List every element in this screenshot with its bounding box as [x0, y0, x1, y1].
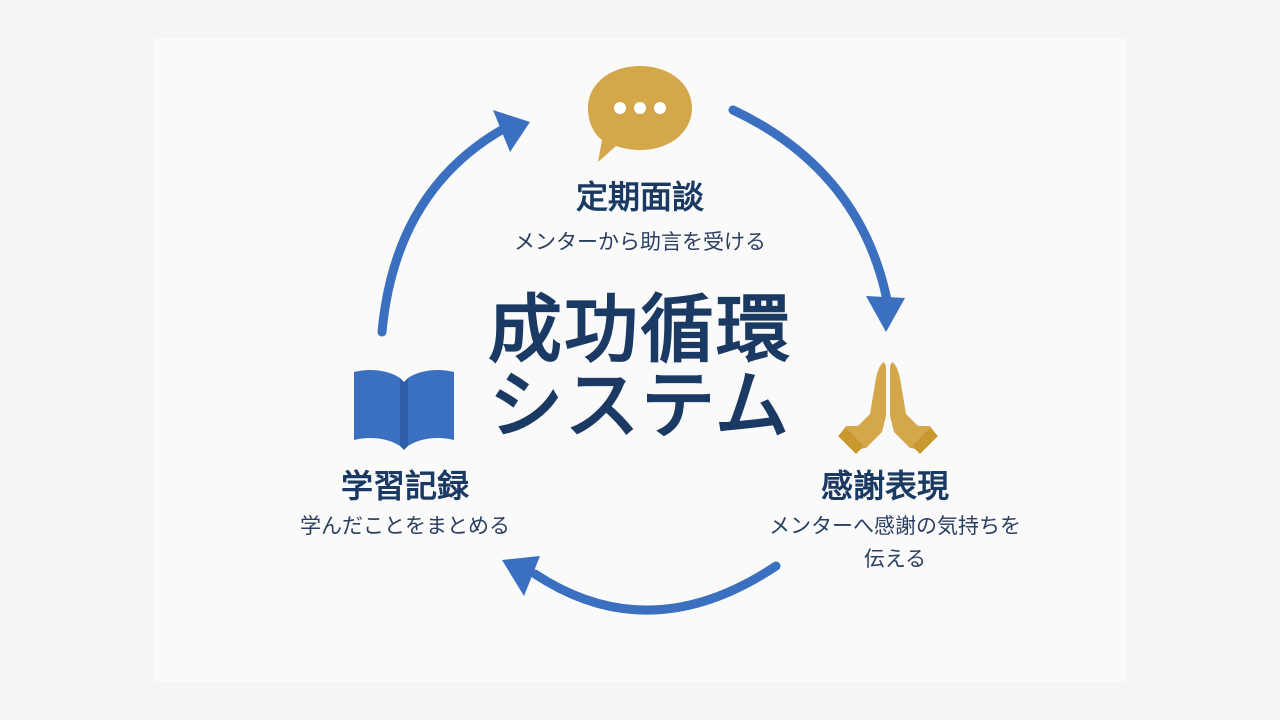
center-title-line1: 成功循環 [488, 287, 792, 373]
praying-hands-icon [838, 362, 938, 454]
center-title-line2: システム [489, 363, 791, 449]
node-interview-desc: メンターから助言を受ける [514, 230, 766, 254]
arrow-gratitude-to-record [502, 556, 781, 615]
node-record-title: 学習記録 [340, 467, 469, 505]
node-record-desc: 学んだことをまとめる [300, 514, 510, 538]
node-gratitude-title: 感謝表現 [820, 467, 949, 505]
node-interview-title: 定期面談 [575, 178, 704, 216]
arrow-record-to-interview [377, 110, 530, 337]
node-gratitude-desc-line1: メンターへ感謝の気持ちを [769, 514, 1021, 538]
speech-bubble-icon [588, 66, 692, 162]
node-gratitude-desc-line2: 伝える [863, 547, 927, 571]
open-book-icon [354, 370, 454, 450]
arrow-interview-to-gratitude [728, 105, 905, 332]
